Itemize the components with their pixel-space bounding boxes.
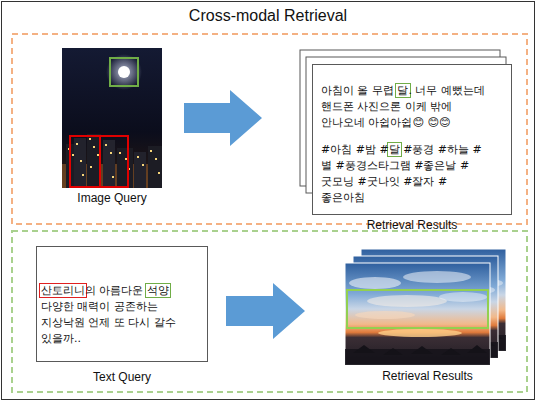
- illustration-part: [110, 152, 112, 154]
- caption: Image Query: [62, 191, 162, 205]
- body-text: 아침이 올 무렵 달. 너무 예뻤는데 핸드폰 사진으론 이케 밖에 안나오네 …: [321, 83, 491, 131]
- caption: Retrieval Results: [355, 369, 500, 383]
- text-panel: 아침이 올 무렵 달. 너무 예뻤는데 핸드폰 사진으론 이케 밖에 안나오네 …: [312, 64, 512, 215]
- illustration-part: [93, 146, 95, 148]
- illustration-part: [137, 156, 139, 158]
- retrieved-text: 아침이 올 무렵 달. 너무 예뻤는데 핸드폰 사진으론 이케 밖에 안나오네 …: [312, 64, 512, 232]
- illustration-part: [82, 174, 84, 176]
- image-query-region: [12, 34, 527, 224]
- illustration-part: [97, 154, 99, 156]
- illustration-part: [110, 58, 138, 86]
- illustration-part: [90, 166, 92, 168]
- text-panel: 산토리니의 아름다운 석양 다양한 매력이 공존하는 지상낙원 언제 또 다시 …: [36, 246, 208, 362]
- block-arrow: [184, 90, 262, 146]
- illustration-part: [100, 136, 128, 187]
- illustration-part: [119, 152, 121, 154]
- illustration-part: [125, 158, 127, 160]
- text-query-region: [12, 231, 527, 392]
- illustration-part: [118, 66, 130, 78]
- illustration-part: [89, 138, 91, 140]
- illustration-part: [155, 158, 157, 160]
- illustration-part: [74, 138, 86, 188]
- body-text: 산토리니의 아름다운 석양 다양한 매력이 공존하는 지상낙원 언제 또 다시 …: [41, 283, 203, 347]
- illustration-part: [148, 146, 162, 188]
- figure-area: [62, 48, 162, 188]
- illustration-part: [158, 172, 160, 174]
- illustration-part: [150, 150, 152, 152]
- illustration-part: [87, 134, 101, 188]
- illustration-part: [68, 138, 160, 178]
- illustration-part: [105, 144, 107, 146]
- illustration-part: [142, 164, 144, 166]
- caption: Retrieval Results: [312, 218, 512, 232]
- illustration-part: [103, 140, 115, 188]
- body-text: #아침 #밤 #달 #풍경 #하늘 #별 #풍경스타그램 #좋은날 #굿모닝 #…: [321, 142, 491, 206]
- illustration-part: [80, 160, 82, 162]
- caption: Text Query: [36, 370, 208, 384]
- block-arrow: [226, 283, 305, 339]
- figure-area: [345, 263, 490, 365]
- image-query: Image Query: [62, 48, 162, 205]
- retrieved-image: Retrieval Results: [345, 263, 490, 383]
- highlight-box: [347, 290, 488, 328]
- illustration-part: [106, 54, 142, 90]
- diagram-title: Cross-modal Retrieval: [0, 7, 536, 25]
- night-photo: [62, 48, 162, 188]
- illustration-part: [72, 154, 74, 156]
- illustration-part: [76, 143, 78, 145]
- illustration-part: [112, 176, 114, 178]
- illustration-part: [62, 48, 162, 188]
- illustration-part: [70, 136, 100, 187]
- illustration-part: [117, 148, 133, 188]
- sunset-photo: [345, 263, 490, 365]
- text-query: 산토리니의 아름다운 석양 다양한 매력이 공존하는 지상낙원 언제 또 다시 …: [36, 246, 208, 384]
- illustration-part: [134, 152, 146, 188]
